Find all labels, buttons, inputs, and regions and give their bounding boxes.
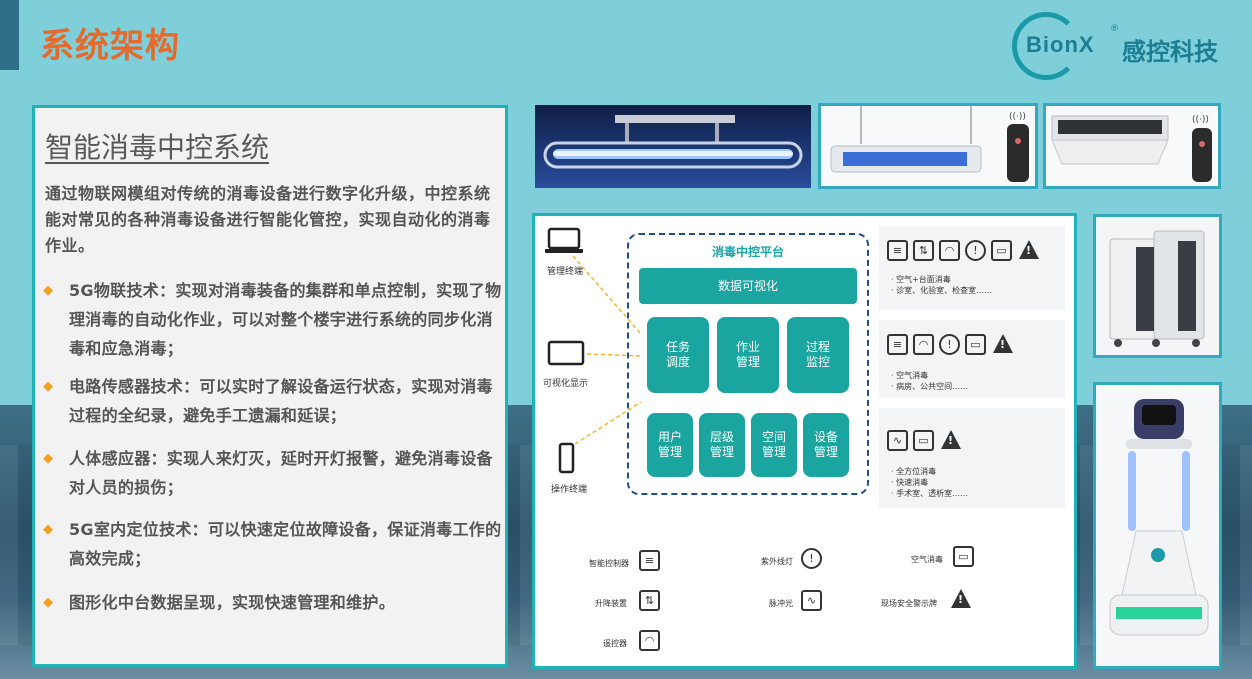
display-screen-icon bbox=[547, 340, 585, 366]
bullet-text: 电路传感器技术：可以实时了解设备运行状态，实现对消毒过程的全纪录，避免手工遗漏和… bbox=[69, 377, 493, 425]
description-panel: 智能消毒中控系统 通过物联网模组对传统的消毒设备进行数字化升级，中控系统能对常见… bbox=[32, 105, 508, 667]
bullet-text: 图形化中台数据呈现，实现快速管理和维护。 bbox=[69, 593, 396, 612]
connector-lines bbox=[572, 255, 642, 445]
air-purifier-icon: ▭ bbox=[991, 240, 1012, 261]
diamond-bullet-icon: ◆ bbox=[43, 379, 54, 394]
logo-chinese-name: 感控科技 bbox=[1122, 38, 1218, 66]
bullet-text: 5G物联技术：实现对消毒装备的集群和单点控制，实现了物理消毒的自动化作业，可以对… bbox=[69, 281, 502, 358]
device-group-box-2: ≡ ◠ ! ▭ · 空气消毒 · 病房、公共空间…… bbox=[879, 320, 1065, 398]
legend-label-warning: 现场安全警示牌 bbox=[881, 599, 937, 608]
legend-label-controller: 智能控制器 bbox=[589, 559, 629, 568]
legend-label-uv-lamp: 紫外线灯 bbox=[761, 557, 793, 566]
diamond-bullet-icon: ◆ bbox=[43, 522, 54, 537]
title-accent-bar bbox=[0, 0, 19, 70]
logo-ring-icon bbox=[1012, 12, 1080, 80]
disinfection-robot-illustration bbox=[1109, 399, 1209, 636]
photo-uv-lamp-ceiling bbox=[535, 105, 811, 188]
ceiling-purifier-illustration: ((·)) bbox=[1051, 115, 1212, 182]
remote-icon: ◠ bbox=[939, 240, 960, 261]
info-line: · 空气消毒 bbox=[891, 371, 929, 380]
panel-heading: 智能消毒中控系统 bbox=[45, 131, 270, 164]
info-line: · 手术室、透析室…… bbox=[891, 489, 969, 498]
bullet-item: ◆ 人体感应器：实现人来灯灭，延时开灯报警，避免消毒设备对人员的损伤； bbox=[43, 444, 505, 502]
pulse-light-icon: ∿ bbox=[801, 590, 822, 611]
info-line: · 空气+台面消毒 bbox=[891, 275, 951, 284]
pulse-light-icon: ∿ bbox=[887, 430, 908, 451]
warning-icon bbox=[993, 334, 1013, 353]
bullet-item: ◆ 5G物联技术：实现对消毒装备的集群和单点控制，实现了物理消毒的自动化作业，可… bbox=[43, 276, 505, 363]
terminal-label-operation: 操作终端 bbox=[551, 485, 588, 495]
panel-intro: 通过物联网模组对传统的消毒设备进行数字化升级，中控系统能对常见的各种消毒设备进行… bbox=[45, 184, 491, 255]
architecture-diagram: 管理终端 可视化显示 操作终端 消毒中控平台 数据可视化 任务 调度 作业 管理… bbox=[532, 213, 1077, 669]
svg-text:((·)): ((·)) bbox=[1192, 115, 1209, 125]
svg-text:((·)): ((·)) bbox=[1009, 112, 1026, 122]
info-line: · 全方位消毒 bbox=[891, 467, 937, 476]
logo-registered: ® bbox=[1110, 24, 1119, 34]
control-platform: 消毒中控平台 数据可视化 任务 调度 作业 管理 过程 监控 用户 管理 层级 … bbox=[627, 233, 869, 495]
diamond-bullet-icon: ◆ bbox=[43, 283, 54, 298]
module-process-monitoring[interactable]: 过程 监控 bbox=[787, 317, 849, 393]
photo-cabinet-purifier bbox=[1093, 214, 1222, 358]
laptop-icon bbox=[545, 227, 583, 253]
module-level-management[interactable]: 层级 管理 bbox=[699, 413, 745, 477]
module-device-management[interactable]: 设备 管理 bbox=[803, 413, 849, 477]
info-line: · 病房、公共空间…… bbox=[891, 382, 969, 391]
platform-title: 消毒中控平台 bbox=[711, 245, 784, 259]
bullet-item: ◆ 图形化中台数据呈现，实现快速管理和维护。 bbox=[43, 588, 505, 617]
legend-label-air: 空气消毒 bbox=[911, 555, 943, 564]
air-purifier-icon: ▭ bbox=[913, 430, 934, 451]
cabinet-purifier-illustration bbox=[1109, 230, 1205, 347]
module-data-visualization[interactable]: 数据可视化 bbox=[639, 268, 857, 304]
info-line: · 快速消毒 bbox=[891, 478, 929, 487]
controller-icon: ≡ bbox=[639, 550, 660, 571]
suspended-sterilizer-illustration: ((·)) bbox=[830, 106, 1029, 182]
photo-disinfection-robot bbox=[1093, 382, 1222, 669]
page-title: 系统架构 bbox=[40, 26, 180, 66]
remote-icon: ◠ bbox=[913, 334, 934, 355]
lift-icon: ⇅ bbox=[913, 240, 934, 261]
logo-brand: BionX bbox=[1026, 32, 1095, 57]
module-job-management[interactable]: 作业 管理 bbox=[717, 317, 779, 393]
terminal-label-management: 管理终端 bbox=[547, 267, 584, 277]
controller-icon: ≡ bbox=[887, 334, 908, 355]
warning-icon bbox=[951, 589, 971, 608]
controller-icon: ≡ bbox=[887, 240, 908, 261]
company-logo: BionX ® 感控科技 bbox=[1012, 12, 1237, 82]
air-purifier-icon: ▭ bbox=[965, 334, 986, 355]
bullet-text: 人体感应器：实现人来灯灭，延时开灯报警，避免消毒设备对人员的损伤； bbox=[69, 449, 493, 497]
photo-ceiling-purifier: ((·)) bbox=[1043, 103, 1221, 189]
module-task-scheduling[interactable]: 任务 调度 bbox=[647, 317, 709, 393]
diamond-bullet-icon: ◆ bbox=[43, 595, 54, 610]
bullet-item: ◆ 电路传感器技术：可以实时了解设备运行状态，实现对消毒过程的全纪录，避免手工遗… bbox=[43, 372, 505, 430]
photo-suspended-sterilizer: ((·)) bbox=[818, 103, 1038, 189]
terminal-label-display: 可视化显示 bbox=[543, 379, 589, 389]
legend-label-lift: 升降装置 bbox=[595, 599, 627, 608]
lift-icon: ⇅ bbox=[639, 590, 660, 611]
uv-lamp-icon: ! bbox=[801, 548, 822, 569]
legend-label-remote: 遥控器 bbox=[603, 639, 627, 648]
warning-icon bbox=[941, 430, 961, 449]
info-line: · 诊室、化验室、检查室…… bbox=[891, 286, 993, 295]
device-group-box-3: ∿ ▭ · 全方位消毒 · 快速消毒 · 手术室、透析室…… bbox=[879, 408, 1065, 508]
air-purifier-icon: ▭ bbox=[953, 546, 974, 567]
uv-lamp-icon: ! bbox=[939, 334, 960, 355]
uv-lamp-illustration bbox=[543, 115, 803, 169]
smartphone-icon bbox=[558, 442, 575, 474]
bullet-item: ◆ 5G室内定位技术：可以快速定位故障设备，保证消毒工作的高效完成； bbox=[43, 515, 505, 573]
warning-icon bbox=[1019, 240, 1039, 259]
module-user-management[interactable]: 用户 管理 bbox=[647, 413, 693, 477]
legend-label-pulse: 脉冲光 bbox=[769, 599, 793, 608]
diamond-bullet-icon: ◆ bbox=[43, 451, 54, 466]
device-group-box-1: ≡ ⇅ ◠ ! ▭ · 空气+台面消毒 · 诊室、化验室、检查室…… bbox=[879, 226, 1065, 310]
remote-icon: ◠ bbox=[639, 630, 660, 651]
bullet-text: 5G室内定位技术：可以快速定位故障设备，保证消毒工作的高效完成； bbox=[69, 520, 502, 568]
uv-lamp-icon: ! bbox=[965, 240, 986, 261]
module-space-management[interactable]: 空间 管理 bbox=[751, 413, 797, 477]
